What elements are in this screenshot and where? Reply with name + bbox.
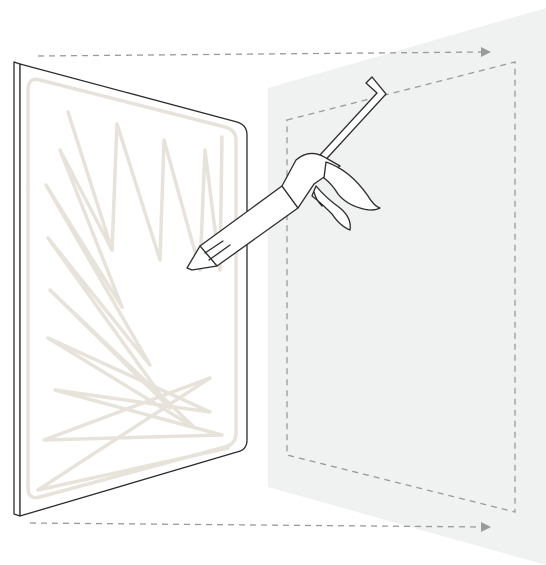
panel-face [19, 63, 248, 517]
adhesive-zigzag [36, 110, 230, 492]
top-guide-arrow [37, 47, 491, 57]
bottom-guide-arrow [29, 522, 491, 532]
arrow-right-icon [481, 522, 491, 532]
gun-nozzle [186, 245, 218, 271]
gun-rod [307, 76, 387, 169]
wall-surface [268, 8, 546, 565]
gun-handle [323, 161, 381, 211]
arrow-right-icon [481, 47, 491, 57]
target-outline [286, 61, 516, 513]
gun-trigger [311, 185, 351, 231]
gun-trigger-small [313, 191, 323, 207]
caulk-gun-icon [186, 76, 387, 271]
panel [13, 61, 248, 517]
panel-edge [13, 61, 21, 517]
